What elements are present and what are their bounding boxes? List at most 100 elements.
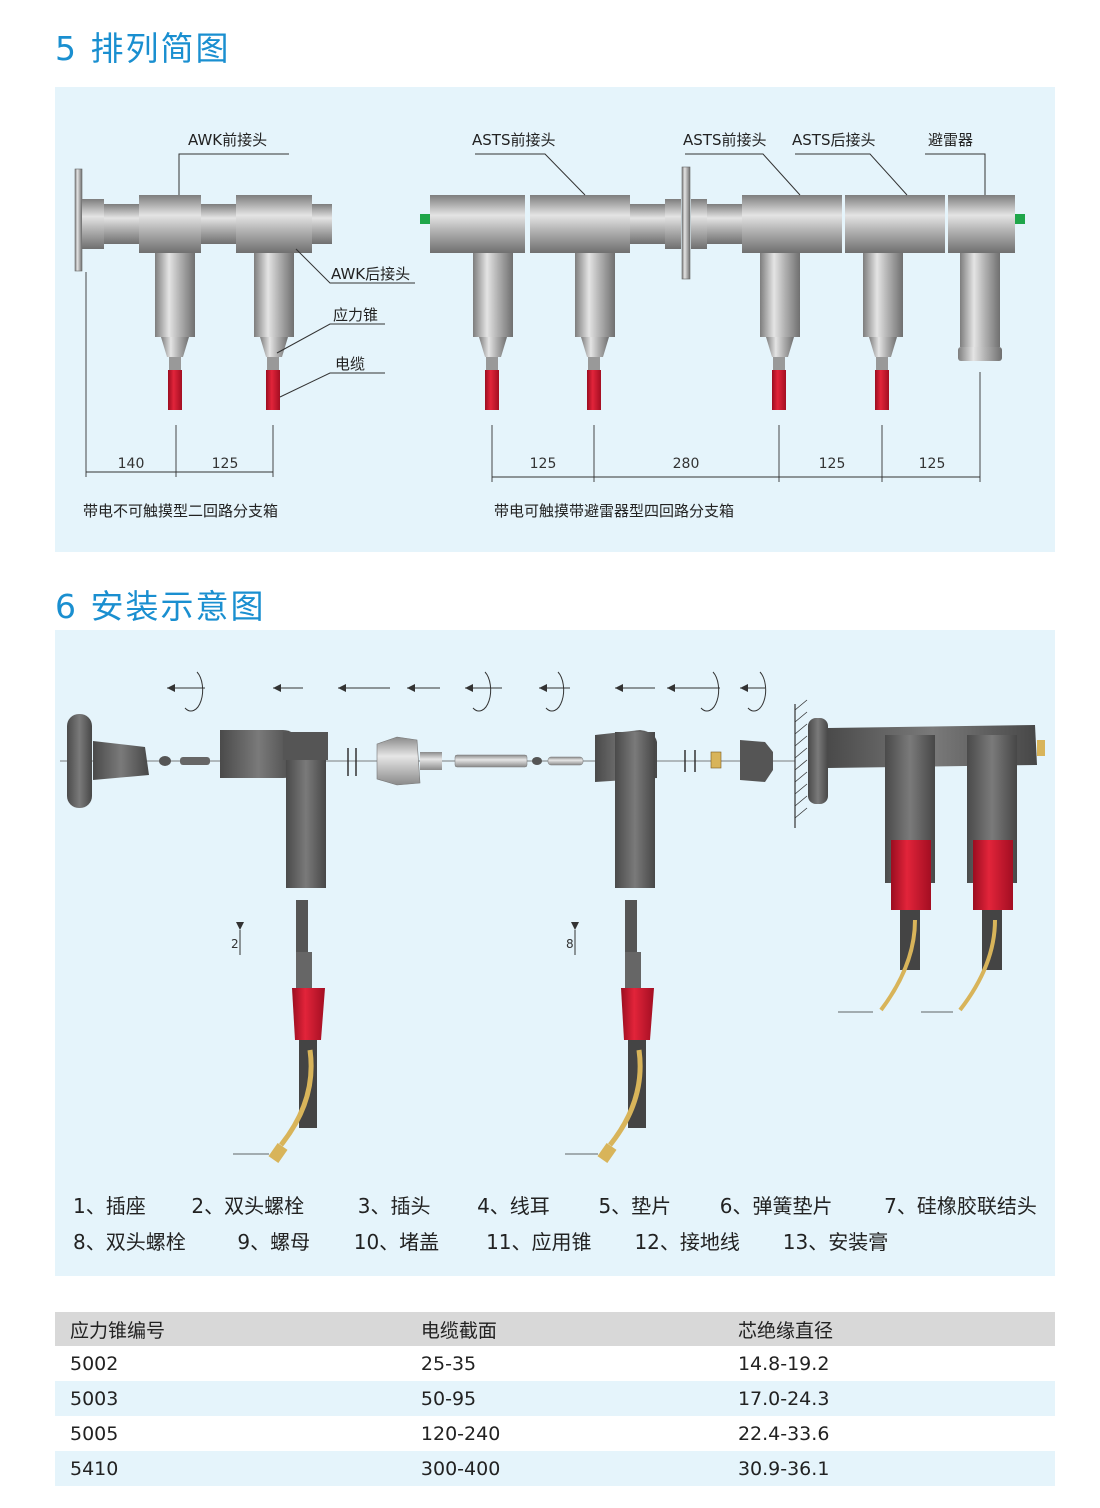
- awk-front-body: [139, 195, 201, 253]
- cell: 5410: [55, 1451, 421, 1486]
- cable-assembly-left: [233, 900, 325, 1163]
- section-5-title: 5 排列简图: [55, 29, 231, 68]
- dim-125: 125: [819, 456, 846, 472]
- table-header-row: 应力锥编号 电缆截面 芯绝缘直径: [55, 1312, 1055, 1346]
- stress-cone-red: [292, 988, 325, 1040]
- label-asts-front-2: ASTS前接头: [683, 131, 766, 149]
- awk-back-body: [236, 195, 312, 253]
- asts-back-body: [845, 195, 945, 253]
- assembly-arrows: [167, 671, 767, 712]
- dim-280: 280: [673, 456, 700, 472]
- cell: 5005: [70, 1422, 119, 1445]
- dim-125: 125: [212, 456, 239, 472]
- end-cap-green: [420, 214, 430, 224]
- cell: 22.4-33.6: [737, 1422, 830, 1445]
- table-row: 5003 50-95 17.0-24.3: [55, 1381, 1055, 1416]
- cell: 5002: [70, 1352, 119, 1375]
- busbar-link: [201, 204, 236, 244]
- arrester-body: [948, 195, 1015, 253]
- cell: 25-35: [420, 1352, 477, 1375]
- table-row: 5002 25-35 14.8-19.2: [55, 1346, 1055, 1381]
- cell: 300-400: [420, 1451, 738, 1486]
- awk-assembly: AWK前接头 AWK后接头 应力锥 电缆 140 125 带电不可触摸型二回路分…: [74, 131, 415, 520]
- caption-left: 带电不可触摸型二回路分支箱: [83, 502, 278, 520]
- col-header-cable-section: 电缆截面: [420, 1312, 738, 1346]
- awk-front-leg: [155, 253, 195, 410]
- dimension-lines-left: [85, 272, 274, 477]
- stud-part-8: [454, 754, 528, 768]
- legend-item: 1、插座: [73, 1194, 146, 1218]
- label-cable: 电缆: [335, 355, 365, 373]
- coupling-part-7: [376, 736, 421, 786]
- legend-item: 10、堵盖: [353, 1230, 440, 1254]
- mounting-plate: [681, 166, 691, 280]
- legend-item: 7、硅橡胶联结头: [884, 1194, 1037, 1218]
- cell: 30.9-36.1: [737, 1451, 1055, 1486]
- cable-assembly-right: [565, 900, 654, 1163]
- legend-item: 4、线耳: [477, 1194, 550, 1218]
- legend-item: 2、双头螺栓: [191, 1194, 305, 1218]
- cell: 120-240: [420, 1422, 501, 1445]
- step-8-indicator: 8: [566, 937, 574, 951]
- asts-leg-3: [760, 253, 800, 410]
- stress-cone-spec-table: 应力锥编号 电缆截面 芯绝缘直径 5002 25-35 14.8-19.2 50…: [55, 1312, 1055, 1486]
- asts-leg-1: [473, 253, 513, 410]
- bushing-neck: [82, 199, 104, 249]
- arrangement-diagram: AWK前接头 AWK后接头 应力锥 电缆 140 125 带电不可触摸型二回路分…: [74, 131, 1025, 520]
- dim-125: 125: [919, 456, 946, 472]
- legend-item: 8、双头螺栓: [73, 1230, 186, 1254]
- col-header-insulation-diameter: 芯绝缘直径: [737, 1312, 1055, 1346]
- label-arrester: 避雷器: [928, 131, 973, 149]
- end-cap-green: [1015, 214, 1025, 224]
- cable-red: [168, 370, 182, 410]
- socket-base: [67, 714, 92, 808]
- legend-item: 12、接地线: [634, 1230, 740, 1254]
- asts-leg-4: [863, 253, 903, 410]
- dim-125: 125: [530, 456, 557, 472]
- arrester-leg: [958, 253, 1002, 361]
- label-awk-front: AWK前接头: [188, 131, 267, 149]
- table-row: 5410 300-400 30.9-36.1: [55, 1451, 1055, 1486]
- asts-leg-2: [575, 253, 615, 410]
- installation-diagram: 2 8: [60, 671, 1045, 1163]
- label-asts-back: ASTS后接头: [792, 131, 875, 149]
- legend-row-2: 8、双头螺栓 9、螺母 10、堵盖 11、应用锥 12、接地线 13、安装膏: [73, 1226, 888, 1255]
- arrangement-diagram-panel: AWK前接头 AWK后接头 应力锥 电缆 140 125 带电不可触摸型二回路分…: [55, 87, 1055, 552]
- stud-bolt-2: [159, 756, 171, 766]
- legend-item: 9、螺母: [237, 1230, 311, 1254]
- table-row: 5005 120-240 22.4-33.6: [55, 1416, 1055, 1451]
- section-6-title: 6 安装示意图: [55, 587, 266, 626]
- busbar-link: [104, 204, 139, 244]
- label-awk-back: AWK后接头: [331, 265, 410, 283]
- legend-row-1: 1、插座 2、双头螺栓 3、插头 4、线耳 5、垫片 6、弹簧垫片 7、硅橡胶联…: [73, 1190, 1037, 1219]
- awk-back-leg: [254, 253, 294, 410]
- step-2-indicator: 2: [231, 937, 239, 951]
- bushing-flange: [74, 168, 83, 272]
- legend-item: 13、安装膏: [782, 1230, 889, 1254]
- asts-front-body-2: [530, 195, 630, 253]
- legend-item: 11、应用锥: [486, 1230, 592, 1254]
- plug-part-3-left: [220, 730, 297, 778]
- asts-front-body-3: [742, 195, 842, 253]
- label-stress-cone: 应力锥: [333, 306, 378, 324]
- asts-front-body-1: [430, 195, 525, 253]
- awk-back-plug: [312, 204, 332, 244]
- col-header-cone-number: 应力锥编号: [55, 1312, 421, 1346]
- dimension-lines-right: [491, 372, 981, 482]
- cable-red: [266, 370, 280, 410]
- assembled-connectors: [808, 718, 1045, 1013]
- cell: 14.8-19.2: [737, 1352, 830, 1375]
- cell: 5003: [55, 1381, 421, 1416]
- legend-item: 3、插头: [357, 1194, 431, 1218]
- installation-diagram-panel: 2 8: [55, 630, 1055, 1276]
- asts-assembly: ASTS前接头 ASTS前接头 ASTS后接头 避雷器 125 280 125 …: [420, 131, 1025, 520]
- cell: 17.0-24.3: [737, 1381, 1055, 1416]
- caption-right: 带电可触摸带避雷器型四回路分支箱: [494, 502, 734, 520]
- dim-140: 140: [118, 456, 145, 472]
- cap-part-10: [740, 740, 773, 782]
- legend-item: 5、垫片: [598, 1194, 672, 1218]
- legend-item: 6、弹簧垫片: [719, 1194, 833, 1218]
- socket-part-1: [93, 741, 149, 780]
- earth-wire: [279, 1049, 314, 1147]
- nut-part-9: [710, 751, 722, 769]
